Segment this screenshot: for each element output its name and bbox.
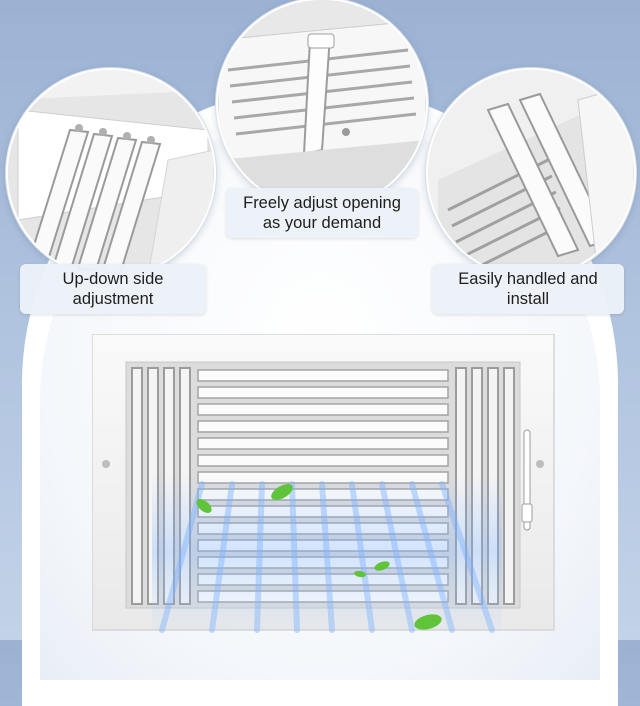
label-easily-handled-line1: Easily handled and	[458, 270, 598, 288]
label-easily-handled-line2: install	[506, 290, 550, 308]
side-louvers-closeup	[8, 70, 214, 276]
label-up-down-side-line1: Up-down side	[62, 270, 164, 288]
detail-circle-frame-install	[426, 68, 636, 278]
label-freely-adjust-line1: Freely adjust opening	[243, 194, 401, 212]
label-up-down-side-line2: adjustment	[72, 290, 154, 308]
damper-lever-closeup	[218, 0, 426, 208]
floating-leaves	[196, 484, 442, 630]
detail-circle-side-louvers	[6, 68, 216, 278]
vent-register-drawing	[91, 333, 555, 633]
label-up-down-side: Up-down side adjustment	[20, 264, 206, 314]
label-freely-adjust: Freely adjust opening as your demand	[226, 188, 418, 238]
label-easily-handled: Easily handled and install	[432, 264, 624, 314]
detail-circle-damper-lever	[216, 0, 428, 210]
frame-install-closeup	[428, 70, 634, 276]
label-freely-adjust-line2: as your demand	[262, 214, 382, 232]
air-vent-register	[91, 333, 562, 639]
